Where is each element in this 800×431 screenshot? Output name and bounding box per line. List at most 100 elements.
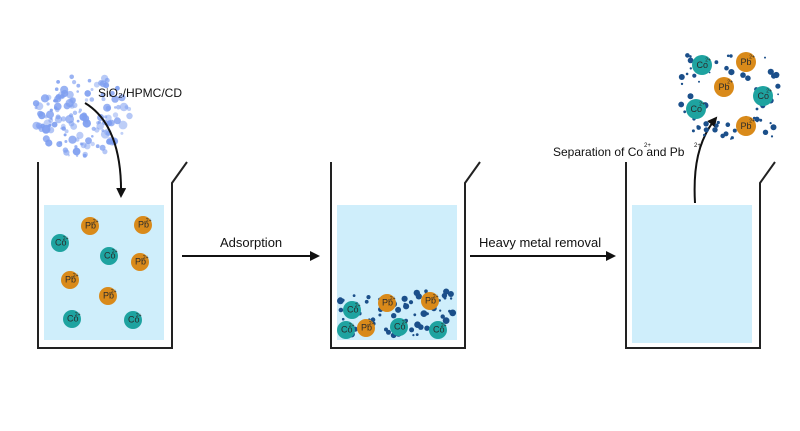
- pb-ion-symbol: Pb: [135, 257, 146, 267]
- powder-particle: [51, 121, 58, 128]
- add-adsorbent-arrow: [84, 102, 127, 198]
- released-particle: [708, 71, 711, 74]
- pb-ion-charge: 2+: [433, 294, 439, 300]
- adsorbent-particle: [409, 327, 415, 333]
- powder-particle: [42, 135, 50, 143]
- co-ion-circle: [429, 321, 447, 339]
- beaker-adsorbed-water: [337, 205, 457, 340]
- powder-particle: [63, 133, 67, 137]
- pb-ion-charge: 2+: [73, 273, 79, 279]
- powder-particle: [99, 80, 107, 88]
- adsorbent-particle: [442, 317, 450, 324]
- released-particle: [685, 72, 689, 76]
- co-ion-symbol: Co: [55, 238, 67, 248]
- co-ion-circle: [343, 301, 361, 319]
- released-co-ion: Co2+: [692, 55, 712, 75]
- powder-particle: [103, 103, 112, 112]
- pb-ion-charge: 2+: [749, 55, 755, 61]
- pb-ion-circle: [134, 216, 152, 234]
- powder-particle: [72, 80, 77, 85]
- powder-particle: [118, 120, 128, 130]
- released-particle: [725, 122, 731, 127]
- powder-particle: [76, 90, 79, 93]
- released-pb-ion: Pb2+: [736, 116, 756, 136]
- powder-particle: [101, 129, 105, 133]
- beaker-initial-co-ion: Co2+: [51, 234, 69, 252]
- released-particle: [685, 53, 690, 58]
- beaker-adsorbed-co-ion: Co2+: [337, 321, 355, 339]
- co-ion-circle: [63, 310, 81, 328]
- adsorbent-particle: [352, 294, 356, 297]
- released-particle: [678, 74, 685, 80]
- powder-particle: [112, 112, 119, 118]
- adsorption-label: Adsorption: [220, 235, 282, 250]
- pb-ion-charge: 2+: [146, 218, 152, 224]
- co-ion-symbol: Co: [347, 305, 359, 315]
- beaker-adsorbed-co-ion: Co2+: [343, 301, 361, 319]
- powder-particle: [64, 129, 69, 134]
- pb-ion-charge: 2+: [111, 289, 117, 295]
- released-particle: [692, 73, 697, 78]
- beaker-adsorbed-ions: Co2+Pb2+Pb2+Co2+Pb2+Co2+Co2+: [337, 292, 447, 339]
- released-particle: [745, 75, 751, 81]
- released-particle: [752, 116, 756, 120]
- released-particle: [770, 124, 777, 131]
- released-particle: [720, 133, 725, 139]
- released-particle: [732, 128, 737, 133]
- beaker-clean-outline: [625, 161, 776, 349]
- released-particle: [689, 67, 692, 70]
- released-particle: [770, 135, 774, 138]
- powder-particle: [32, 100, 40, 107]
- powder-particle: [75, 154, 79, 157]
- adsorbent-particle: [447, 291, 454, 297]
- powder-particle: [90, 88, 94, 91]
- co-ion-symbol: Co: [341, 325, 353, 335]
- adsorbent-particle: [391, 313, 397, 319]
- powder-particle: [82, 114, 90, 123]
- adsorbent-particle: [403, 302, 407, 306]
- released-particle: [687, 57, 694, 64]
- co-ion-circle: [692, 55, 712, 75]
- removal-label: Heavy metal removal: [479, 235, 601, 250]
- co-ion-symbol: Co: [697, 60, 709, 70]
- released-particle: [729, 54, 733, 58]
- powder-particle: [84, 143, 91, 150]
- beaker-initial-co-ion: Co2+: [100, 247, 118, 265]
- beaker-initial-pb-ion: Pb2+: [61, 271, 79, 289]
- pb-ion-circle: [357, 319, 375, 337]
- powder-particle: [61, 126, 66, 131]
- beaker-initial-co-ion: Co2+: [124, 311, 142, 329]
- adsorbent-particle: [424, 325, 430, 331]
- adsorbent-particle: [441, 292, 448, 299]
- powder-particle: [40, 94, 50, 103]
- powder-particle: [118, 94, 126, 102]
- powder-particle: [104, 77, 110, 83]
- powder-particle: [67, 154, 71, 157]
- pb-ion-charge: 2+: [143, 255, 149, 261]
- co-ion-charge: 2+: [705, 58, 711, 64]
- released-particle: [691, 129, 695, 133]
- beaker-initial-pb-ion: Pb2+: [81, 217, 99, 235]
- powder-particle: [46, 110, 54, 119]
- co-ion-circle: [337, 321, 355, 339]
- separation-label: Separation of Co and Pb: [553, 145, 685, 159]
- powder-particle: [78, 108, 82, 112]
- released-particle: [724, 65, 729, 71]
- co-ion-charge: 2+: [63, 236, 69, 242]
- released-particle: [703, 127, 709, 133]
- adsorbent-particle: [401, 295, 408, 302]
- powder-particle: [47, 124, 50, 128]
- pb-ion-circle: [99, 287, 117, 305]
- co-ion-charge: 2+: [355, 303, 361, 309]
- powder-particle: [91, 135, 94, 138]
- beaker-clean-water: [632, 205, 752, 343]
- pb-ion-circle: [61, 271, 79, 289]
- powder-particle: [64, 140, 68, 143]
- powder-particle: [106, 120, 112, 126]
- pb-ion-charge: 2+: [727, 80, 733, 86]
- released-co-ion: Co2+: [753, 86, 773, 106]
- co-ion-circle: [51, 234, 69, 252]
- co-ion-charge: 2+: [766, 89, 772, 95]
- adsorbent-particle: [412, 334, 415, 337]
